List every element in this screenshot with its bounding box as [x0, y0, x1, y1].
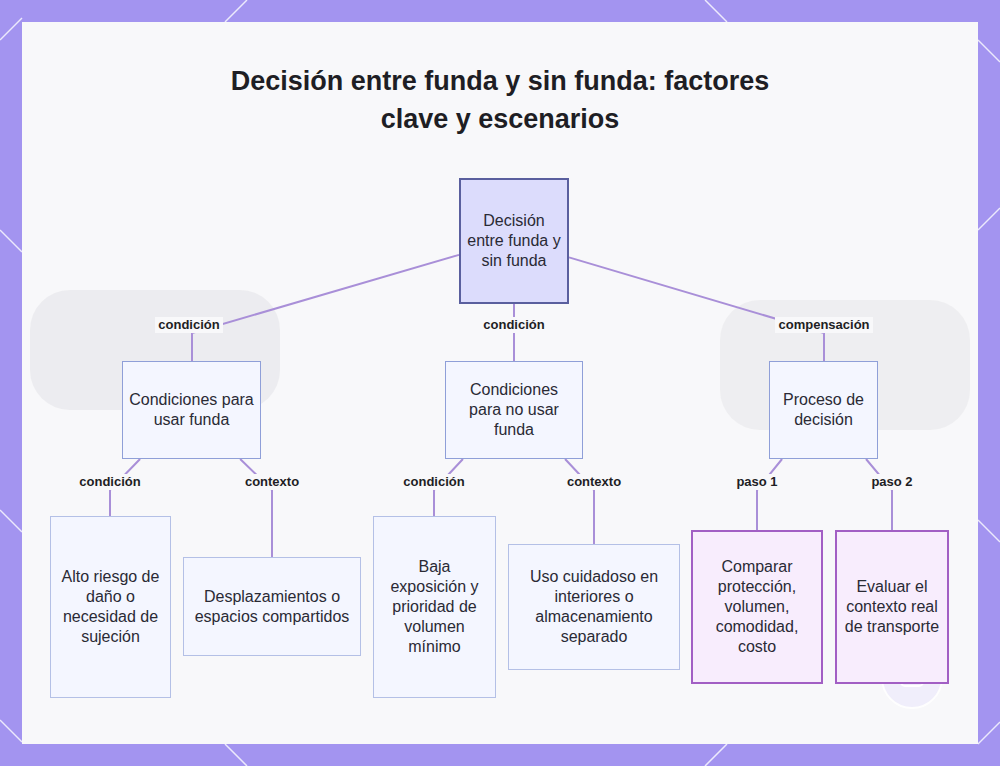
edge-label: condición: [480, 317, 547, 333]
factor-box: Uso cuidadoso en interiores o almacenami…: [508, 544, 680, 670]
node-text: Condiciones para no usar funda: [452, 380, 576, 440]
edge-label: condición: [155, 317, 222, 333]
node-text: Decisión entre funda y sin funda: [467, 211, 561, 271]
node-text: Desplazamientos o espacios compartidos: [190, 587, 354, 627]
step-box: Comparar protección, volumen, comodidad,…: [691, 530, 823, 684]
diagram-title: Decisión entre funda y sin funda: factor…: [220, 62, 780, 138]
tree-connector: [866, 459, 892, 530]
node-text: Uso cuidadoso en interiores o almacenami…: [515, 567, 673, 647]
factor-box: Alto riesgo de daño o necesidad de sujec…: [50, 516, 171, 698]
factor-box: Baja exposición y prioridad de volumen m…: [373, 516, 496, 698]
edge-label: paso 2: [868, 474, 915, 490]
node-text: Condiciones para usar funda: [129, 390, 254, 430]
category-box: Condiciones para usar funda: [122, 361, 261, 459]
factor-box: Desplazamientos o espacios compartidos: [183, 557, 361, 656]
tree-connector: [757, 459, 782, 530]
edge-label: compensación: [775, 317, 872, 333]
tree-connector: [192, 255, 459, 361]
edge-label: condición: [76, 474, 143, 490]
edge-label: condición: [400, 474, 467, 490]
node-text: Baja exposición y prioridad de volumen m…: [380, 557, 489, 657]
step-box: Evaluar el contexto real de transporte: [835, 530, 949, 684]
category-box: Proceso de decisión: [769, 361, 878, 459]
tree-connector: [565, 459, 594, 544]
node-text: Proceso de decisión: [776, 390, 871, 430]
node-text: Comparar protección, volumen, comodidad,…: [699, 557, 815, 657]
root-box: Decisión entre funda y sin funda: [459, 178, 569, 304]
edge-label: paso 1: [733, 474, 780, 490]
node-text: Evaluar el contexto real de transporte: [843, 577, 941, 637]
edge-label: contexto: [564, 474, 624, 490]
category-box: Condiciones para no usar funda: [445, 361, 583, 459]
node-text: Alto riesgo de daño o necesidad de sujec…: [57, 567, 164, 647]
edge-label: contexto: [242, 474, 302, 490]
tree-connector: [569, 257, 824, 361]
